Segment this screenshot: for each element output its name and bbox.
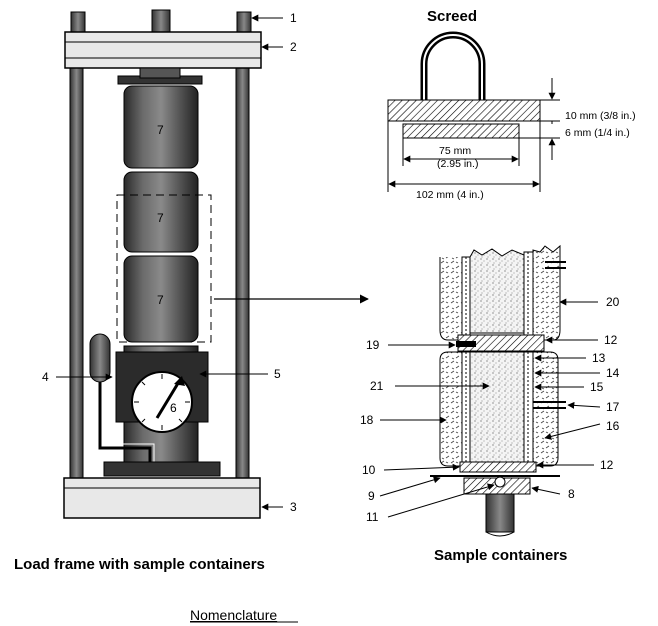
base-plate — [63, 477, 261, 519]
screed-title: Screed — [427, 8, 477, 25]
insulation-left — [439, 351, 463, 467]
callout-16: 16 — [606, 419, 620, 433]
callout-8: 8 — [568, 487, 575, 501]
callout-15: 15 — [590, 380, 604, 394]
callout-17: 17 — [606, 400, 620, 414]
callout-4: 4 — [42, 370, 49, 384]
dim-plate-thickness: 6 mm (1/4 in.) — [565, 127, 630, 139]
screed-top-plate — [387, 99, 541, 122]
callout-13: 13 — [592, 351, 606, 365]
callout-6: 6 — [170, 401, 177, 415]
right-top-bolt — [236, 11, 252, 33]
right-rod — [235, 59, 250, 481]
callout-1: 1 — [290, 11, 297, 25]
dim-inner-width-mm: 75 mm — [439, 145, 471, 157]
sample-callouts: 20 12 19 13 14 15 21 17 18 16 10 12 9 8 … — [360, 295, 620, 524]
top-plate — [64, 31, 262, 69]
dim-inner-width-in: (2.95 in.) — [437, 158, 478, 170]
upper-sample — [469, 248, 525, 334]
callout-11: 11 — [366, 510, 379, 524]
callout-18: 18 — [360, 413, 374, 427]
lower-cap — [459, 461, 537, 473]
ball-seat — [494, 476, 506, 488]
callout-3: 3 — [290, 500, 297, 514]
dim-top-thickness: 10 mm (3/8 in.) — [565, 110, 636, 122]
callout-5: 5 — [274, 367, 281, 381]
callout-7-bottom: 7 — [157, 293, 164, 307]
left-rod — [69, 59, 84, 481]
sample-containers-diagram — [430, 244, 566, 537]
callout-7-middle: 7 — [157, 211, 164, 225]
piston-rod — [485, 493, 515, 533]
sample-cylinder-top — [123, 85, 199, 169]
center-screw — [151, 9, 171, 33]
highlight-box — [116, 194, 212, 343]
load-frame — [63, 9, 262, 519]
callout-12-upper: 12 — [604, 333, 618, 347]
nomenclature-heading: Nomenclature — [190, 607, 277, 623]
load-frame-caption: Load frame with sample containers — [14, 556, 265, 573]
screed-handle — [420, 31, 486, 100]
callout-7-top: 7 — [157, 123, 164, 137]
callout-14: 14 — [606, 366, 620, 380]
dim-outer-width: 102 mm (4 in.) — [416, 189, 484, 201]
screed-bottom-plate — [402, 123, 520, 139]
sample-containers-caption: Sample containers — [434, 547, 567, 564]
gauge-needle — [155, 379, 182, 419]
callout-19: 19 — [366, 338, 380, 352]
callout-20: 20 — [606, 295, 620, 309]
callout-10: 10 — [362, 463, 376, 477]
callout-12-lower: 12 — [600, 458, 614, 472]
left-top-bolt — [70, 11, 86, 33]
callout-2: 2 — [290, 40, 297, 54]
sample-cylinder-middle — [123, 171, 199, 253]
lower-sample — [469, 351, 525, 463]
load-frame-callouts: 1 2 3 4 5 6 7 7 7 — [42, 11, 297, 514]
callout-9: 9 — [368, 489, 375, 503]
accumulator — [89, 333, 111, 383]
screed-diagram: Screed 10 mm (3/8 in.) 6 mm (1/4 in.) 75… — [387, 8, 636, 201]
callout-21: 21 — [370, 379, 384, 393]
